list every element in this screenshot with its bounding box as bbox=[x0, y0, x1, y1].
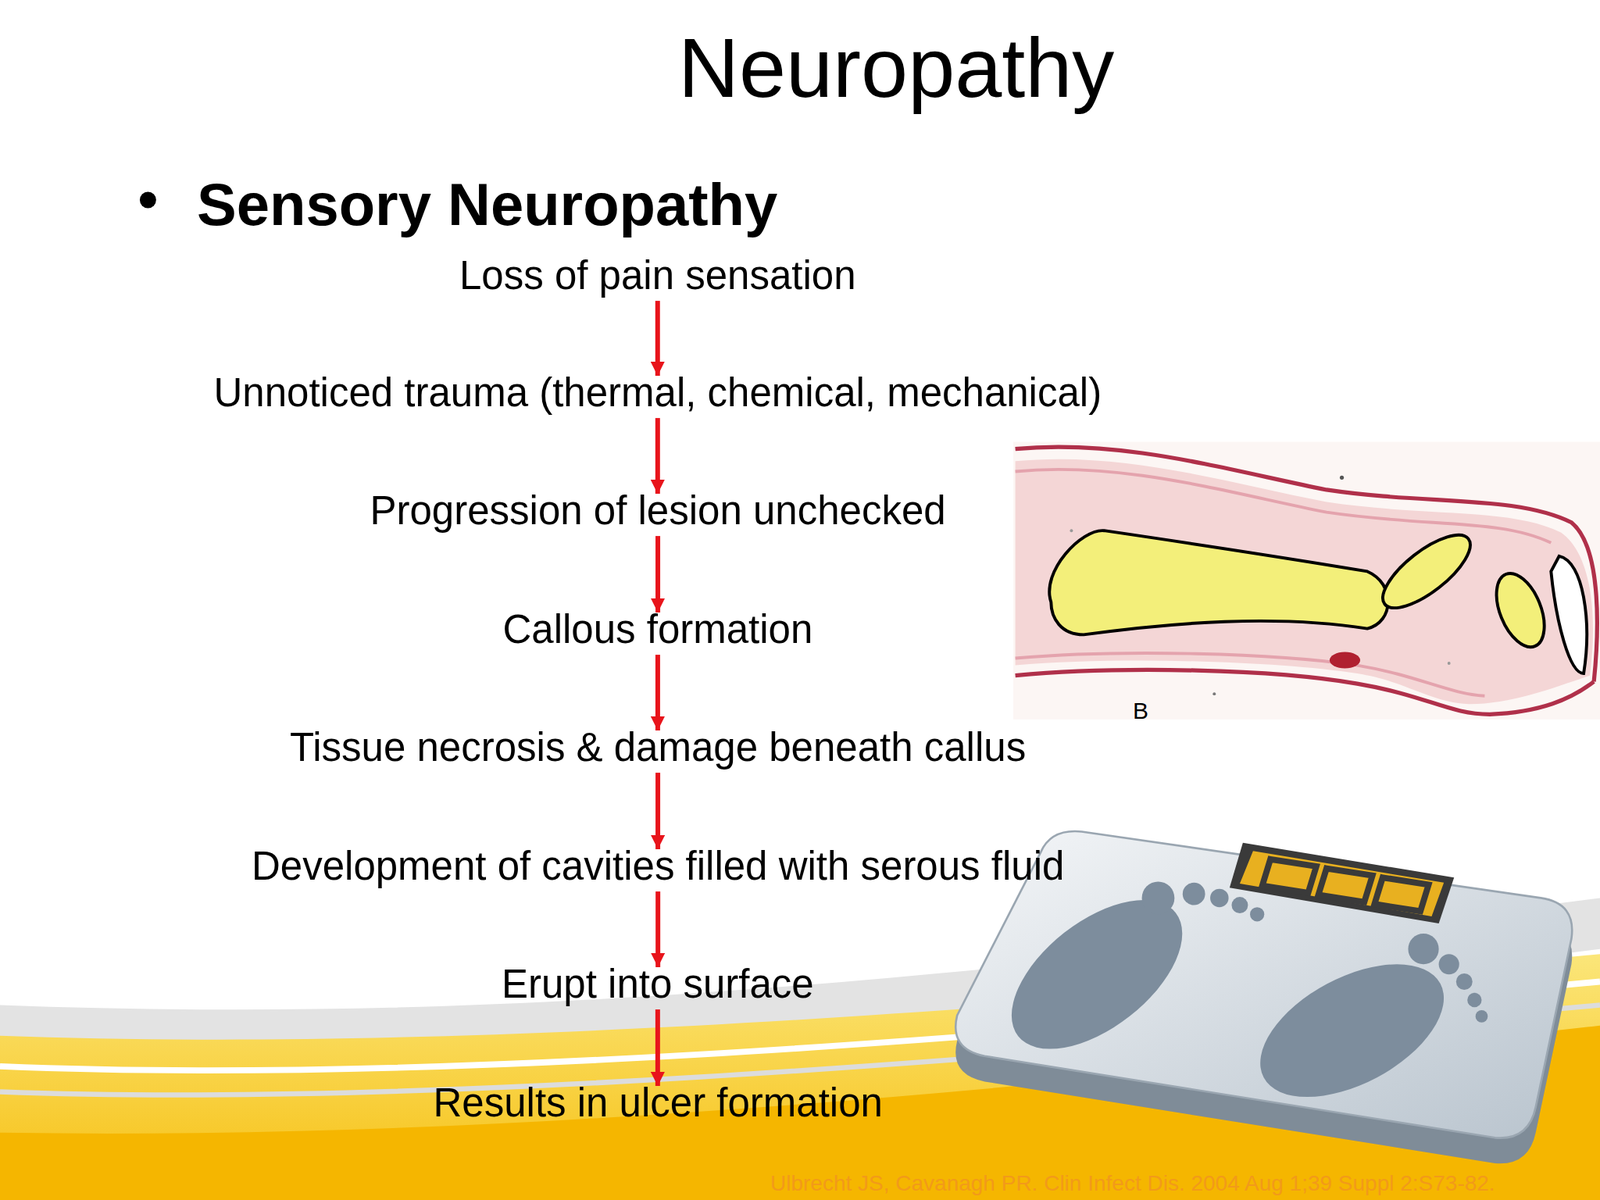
step-text: Erupt into surface bbox=[501, 961, 815, 1007]
citation: Ulbrecht JS, Cavanagh PR. Clin Infect Di… bbox=[770, 1171, 1496, 1197]
step-text: Loss of pain sensation bbox=[459, 253, 857, 298]
bullet bbox=[139, 192, 157, 209]
foot-illustration bbox=[1013, 442, 1600, 720]
figure-letter: B bbox=[1132, 697, 1149, 725]
flow-step: Development of cavities filled with sero… bbox=[251, 844, 1065, 889]
step-text: Unnoticed trauma (thermal, chemical, mec… bbox=[214, 370, 1103, 415]
flow-arrow bbox=[655, 654, 661, 731]
flow-step: Tissue necrosis & damage beneath callus bbox=[289, 725, 1026, 770]
flow-step: Callous formation bbox=[503, 607, 814, 652]
flow-arrow bbox=[655, 891, 661, 968]
step-text: Results in ulcer formation bbox=[433, 1080, 883, 1125]
flow-arrow bbox=[655, 417, 661, 494]
step-text: Development of cavities filled with sero… bbox=[251, 843, 1065, 889]
step-text: Progression of lesion unchecked bbox=[370, 488, 947, 533]
flow-arrow bbox=[655, 300, 661, 376]
flow-arrow bbox=[655, 535, 661, 613]
step-text: Callous formation bbox=[503, 607, 814, 652]
flow-arrow bbox=[655, 772, 661, 850]
flow-step: Unnoticed trauma (thermal, chemical, mec… bbox=[214, 371, 1103, 415]
flow-step: Progression of lesion unchecked bbox=[370, 489, 947, 533]
bullet-heading: Sensory Neuropathy bbox=[196, 170, 778, 239]
flow-arrow bbox=[655, 1009, 661, 1086]
slide-title: Neuropathy bbox=[678, 17, 1115, 119]
flow-step: Erupt into surface bbox=[501, 962, 815, 1007]
step-text: Tissue necrosis & damage beneath callus bbox=[289, 725, 1026, 770]
flow-step: Loss of pain sensation bbox=[459, 253, 857, 298]
flow-step: Results in ulcer formation bbox=[433, 1081, 883, 1125]
